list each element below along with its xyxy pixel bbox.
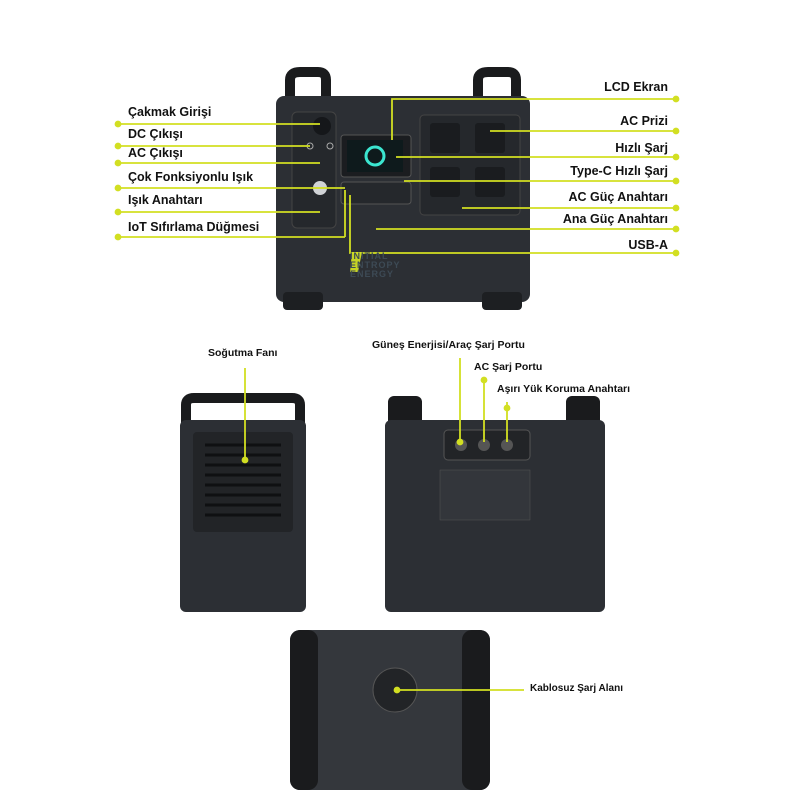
- label-ac-output: AC Çıkışı: [128, 146, 183, 160]
- logo-line: INITIAL: [350, 251, 389, 261]
- label-cigarette-input: Çakmak Girişi: [128, 105, 212, 119]
- label-ac-socket: AC Prizi: [620, 114, 668, 128]
- label-ac-power-switch: AC Güç Anahtarı: [568, 190, 668, 204]
- top-unit: [290, 630, 490, 790]
- logo-line: ENTROPY: [350, 260, 401, 270]
- front-unit: [276, 67, 530, 310]
- brand-logo: INITIAL ENTROPY ENERGY: [350, 252, 401, 279]
- label-main-power-switch: Ana Güç Anahtarı: [562, 212, 668, 226]
- label-usb-a: USB-A: [628, 238, 668, 252]
- label-multi-light: Çok Fonksiyonlu Işık: [128, 170, 254, 184]
- label-typec: Type-C Hızlı Şarj: [570, 164, 668, 178]
- back-unit: [385, 396, 605, 612]
- label-fast-charge: Hızlı Şarj: [615, 141, 668, 155]
- label-dc-output: DC Çıkışı: [128, 127, 183, 141]
- label-light-switch: Işık Anahtarı: [128, 193, 203, 207]
- leader-lines: [114, 95, 680, 694]
- side-unit: [180, 393, 306, 612]
- label-wireless-charging: Kablosuz Şarj Alanı: [530, 683, 623, 694]
- label-lcd: LCD Ekran: [604, 80, 668, 94]
- label-ac-charge-port: AC Şarj Portu: [474, 361, 543, 373]
- label-cooling-fan: Soğutma Fanı: [208, 347, 278, 359]
- label-overload-switch: Aşırı Yük Koruma Anahtarı: [497, 383, 631, 395]
- label-solar-car-port: Güneş Enerjisi/Araç Şarj Portu: [372, 339, 525, 351]
- logo-line: ENERGY: [350, 269, 395, 279]
- label-iot-reset: IoT Sıfırlama Düğmesi: [128, 220, 260, 234]
